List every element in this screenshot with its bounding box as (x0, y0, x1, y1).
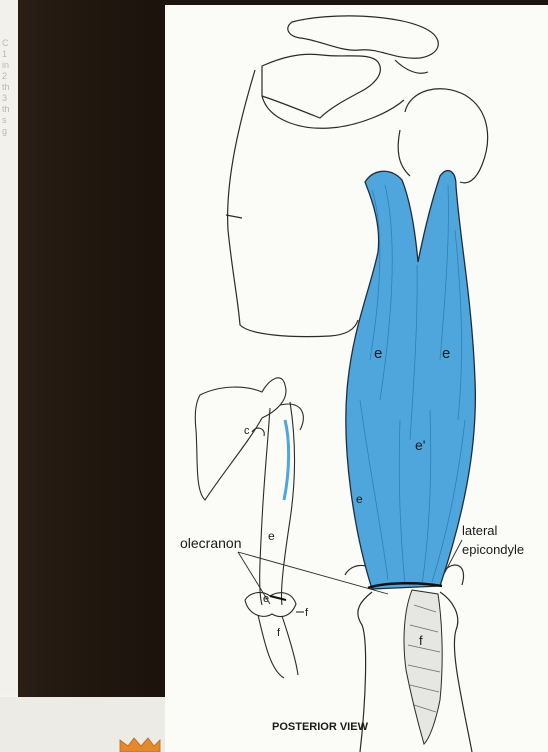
label-lateral-head: e (442, 345, 450, 362)
label-long-head: e (374, 345, 382, 362)
humerus-outline (395, 60, 488, 183)
label-lateral: lateral (462, 523, 498, 538)
label-small-e: e (356, 492, 363, 506)
inset-label-e-upper: e (268, 529, 275, 543)
inset-label-f-lower: f (277, 627, 281, 639)
inset-label-f-right: f (305, 607, 309, 619)
crown-icon (120, 738, 160, 752)
label-olecranon: olecranon (180, 535, 242, 551)
label-tendon: f (419, 633, 423, 648)
inset-label-e-lower: e (263, 593, 269, 605)
label-medial-head: e' (415, 437, 425, 453)
label-epicondyle: epicondyle (462, 542, 524, 557)
triceps-muscle (346, 171, 476, 589)
inset-arm-outline (195, 378, 304, 678)
triceps-tendon (404, 590, 442, 744)
inset-label-c: c (244, 425, 250, 437)
figure-caption: POSTERIOR VIEW (272, 721, 369, 733)
